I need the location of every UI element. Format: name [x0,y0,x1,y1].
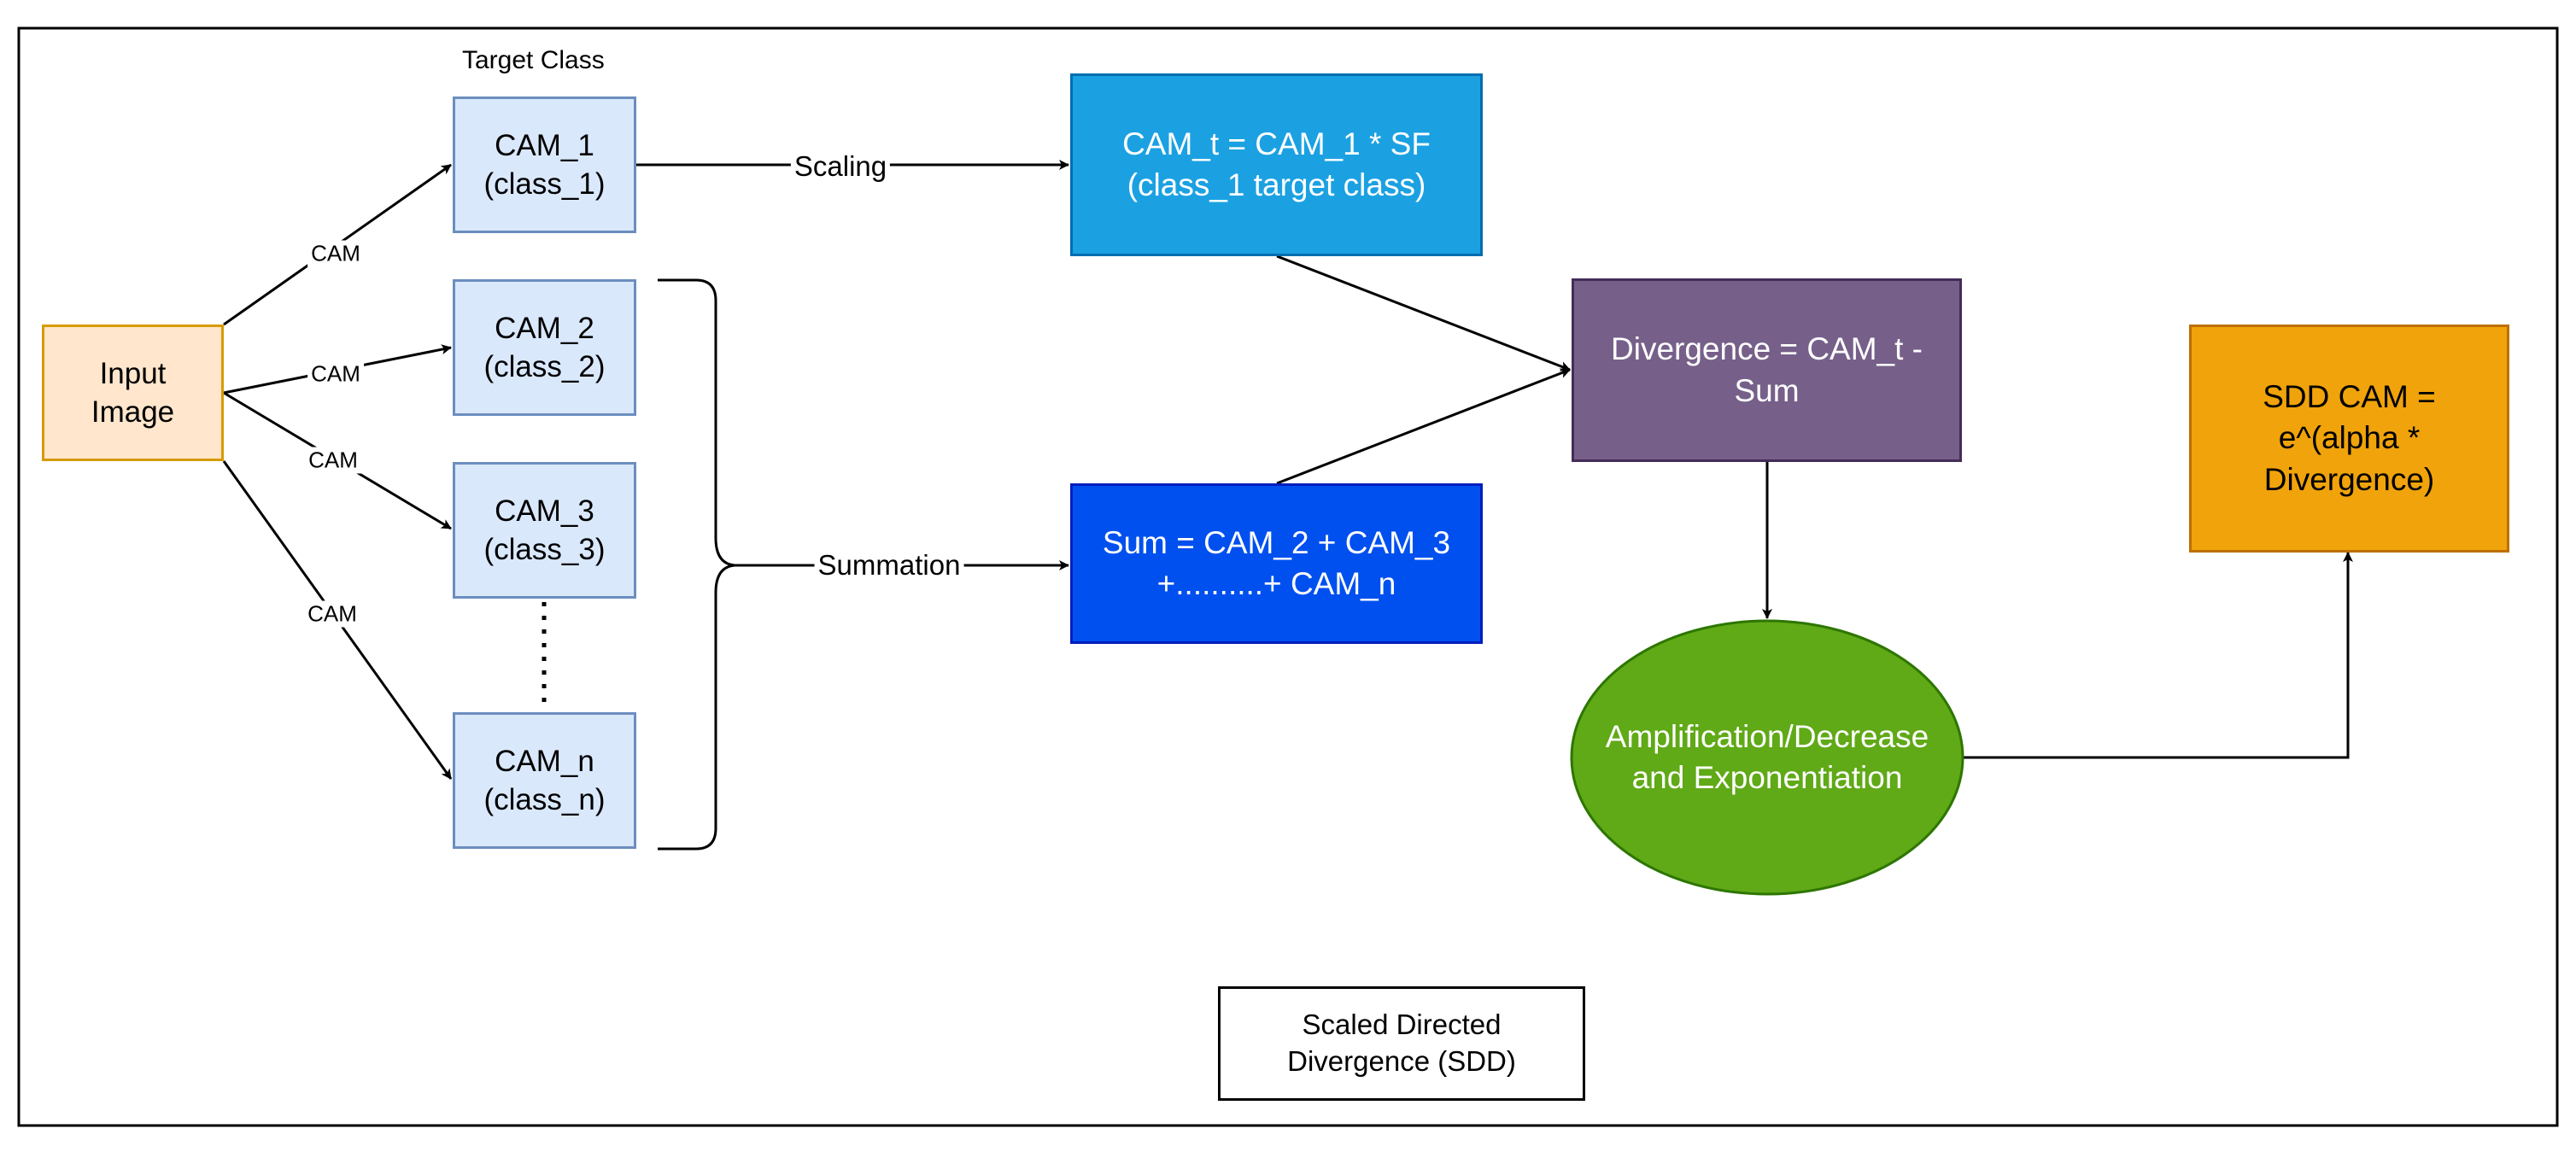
edge-label-cam-2: CAM [307,360,364,388]
summation-label: Summation [814,549,964,582]
edge-amplification-to-sdd [1963,552,2353,759]
sum-node: Sum = CAM_2 + CAM_3 +..........+ CAM_n [1070,483,1483,644]
summation-brace [658,278,735,851]
input-image-node: Input Image [42,325,224,461]
scaling-label: Scaling [790,150,891,183]
cam-n-node: CAM_n (class_n) [453,712,636,849]
edge-sum-to-divergence [1276,368,1571,485]
caption-box: Scaled Directed Divergence (SDD) [1218,986,1585,1101]
edge-camt-to-divergence [1276,254,1571,371]
amplification-ellipse [1570,619,1964,896]
cam-3-node: CAM_3 (class_3) [453,462,636,599]
cam-2-node: CAM_2 (class_2) [453,279,636,416]
sdd-cam-node: SDD CAM = e^(alpha * Divergence) [2189,325,2509,553]
cam-t-node: CAM_t = CAM_1 * SF (class_1 target class… [1070,73,1483,256]
outer-frame [17,26,2559,1127]
edge-label-cam-1: CAM [307,240,364,267]
amplification-node-text: Amplification/Decrease and Exponentiatio… [1605,718,1929,795]
target-class-label: Target Class [462,46,605,74]
divergence-node: Divergence = CAM_t - Sum [1572,278,1962,462]
cam-1-node: CAM_1 (class_1) [453,96,636,233]
edge-label-cam-4: CAM [304,600,360,628]
edge-label-cam-3: CAM [305,447,361,474]
